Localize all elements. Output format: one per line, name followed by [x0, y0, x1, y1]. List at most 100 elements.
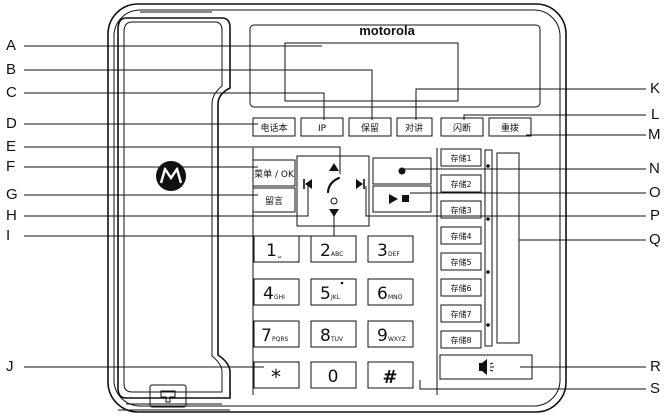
redial-key-label: 重拨: [501, 122, 519, 134]
dial-key-digit: 0: [328, 367, 339, 387]
memory-key-label: 存储6: [450, 283, 471, 293]
top-panel: [249, 24, 541, 108]
callout-label-r: R: [650, 358, 661, 375]
phonebook-key-label: 电话本: [260, 122, 287, 134]
dial-key-digit: 6: [377, 284, 388, 304]
locator-dot: [340, 281, 344, 285]
hold-key-label: 保留: [361, 122, 379, 134]
callout-label-e: E: [6, 138, 16, 155]
memory-key[interactable]: [440, 200, 482, 219]
callout-label-a: A: [6, 37, 16, 54]
message-key[interactable]: [252, 187, 296, 213]
skip-forward-icon[interactable]: [356, 179, 365, 189]
callout-label-s: S: [650, 380, 660, 397]
nav-center-mark: [330, 197, 338, 205]
dial-key[interactable]: [367, 361, 414, 389]
dial-pad: 1 ⎵ 2 ABC 3 DEF 4 GHI 5 JKL 6 MNO 7 PQRS…: [253, 235, 414, 389]
callout-label-b: B: [6, 61, 16, 78]
play-stop-key[interactable]: [372, 185, 432, 213]
dial-key-letters: PQRS: [272, 336, 289, 343]
indicator-dot: [486, 323, 490, 327]
menu-ok-key-label: 菜单 / OK: [254, 168, 295, 180]
speakerphone-icon: [479, 359, 494, 375]
ip-key-label: IP: [318, 124, 327, 134]
memory-key[interactable]: [440, 330, 482, 349]
phone-body-inner: [113, 9, 561, 407]
callout-label-f: F: [6, 158, 15, 175]
memory-key[interactable]: [440, 304, 482, 323]
memory-key-label: 存储2: [450, 179, 471, 189]
memory-key-label: 存储5: [450, 257, 471, 267]
record-key[interactable]: [372, 157, 432, 185]
handset[interactable]: [117, 11, 231, 411]
dial-key-letters: ⎵: [278, 249, 282, 258]
dial-key-letters: DEF: [388, 251, 400, 258]
hold-key[interactable]: [348, 117, 392, 137]
callout-label-l: L: [651, 106, 659, 123]
menu-ok-key[interactable]: [252, 159, 296, 187]
label-strip: [496, 152, 520, 344]
dial-key[interactable]: [253, 361, 300, 389]
nav-down-icon[interactable]: [329, 209, 339, 217]
dial-key-letters: GHI: [274, 294, 285, 301]
callout-label-o: O: [649, 184, 661, 201]
memory-key-label: 存储4: [450, 231, 471, 241]
callout-label-n: N: [649, 160, 660, 177]
callout-label-q: Q: [649, 231, 661, 248]
nav-up-icon[interactable]: [329, 163, 339, 171]
dial-key[interactable]: [253, 320, 300, 348]
flash-key[interactable]: [440, 117, 484, 137]
dial-key[interactable]: [310, 320, 357, 348]
dial-key-digit: 8: [320, 326, 331, 346]
dial-key-digit: 7: [261, 326, 272, 346]
motorola-batwing-icon: [156, 161, 186, 191]
dial-key[interactable]: [310, 361, 357, 389]
callout-label-j: J: [6, 358, 14, 375]
dial-key-letters: JKL: [330, 294, 341, 301]
callout-label-c: C: [6, 84, 17, 101]
memory-key[interactable]: [440, 148, 482, 167]
dial-key-digit: 1: [266, 241, 277, 261]
memory-key[interactable]: [440, 252, 482, 271]
callout-label-h: H: [6, 207, 17, 224]
callout-label-p: P: [650, 207, 660, 224]
memory-key-label: 存储1: [450, 153, 471, 163]
hook-icon: [149, 384, 187, 408]
dial-key-digit: 2: [320, 241, 331, 261]
memory-keys: 存储1 存储2 存储3 存储4 存储5 存储6 存储7 存储8: [440, 148, 482, 349]
dial-key[interactable]: [367, 278, 414, 306]
callout-label-i: I: [6, 227, 10, 244]
skip-back-icon[interactable]: [303, 179, 312, 189]
redial-key[interactable]: [488, 117, 532, 137]
memory-key[interactable]: [440, 278, 482, 297]
flash-key-label: 闪断: [453, 122, 471, 134]
led-strip: [484, 149, 493, 347]
memory-key[interactable]: [440, 174, 482, 193]
handset-icon[interactable]: [326, 176, 341, 194]
dial-key[interactable]: [310, 278, 357, 306]
indicator-dot: [486, 217, 490, 221]
dial-key-digit: 3: [377, 241, 388, 261]
dial-key-digit: 5: [320, 284, 331, 304]
dial-key-letters: TUV: [330, 336, 344, 343]
memory-key-label: 存储7: [450, 309, 471, 319]
intercom-key-label: 对讲: [405, 122, 423, 134]
callout-label-d: D: [6, 115, 17, 132]
dial-key[interactable]: [367, 320, 414, 348]
dial-key-letters: WXYZ: [388, 336, 406, 343]
memory-key[interactable]: [440, 226, 482, 245]
indicator-dot: [486, 270, 490, 274]
intercom-key[interactable]: [396, 117, 433, 137]
brand-text: motorola: [359, 23, 415, 38]
dial-key[interactable]: [310, 235, 357, 263]
memory-key-label: 存储8: [450, 335, 471, 345]
dial-key-letters: MNO: [388, 294, 403, 301]
nav-cluster: [296, 155, 370, 227]
dial-key[interactable]: [367, 235, 414, 263]
memory-key-label: 存储3: [450, 205, 471, 215]
play-stop-icon: [389, 194, 409, 204]
ip-key[interactable]: [300, 117, 344, 137]
dial-key[interactable]: [253, 278, 300, 306]
phonebook-key[interactable]: [252, 117, 296, 137]
